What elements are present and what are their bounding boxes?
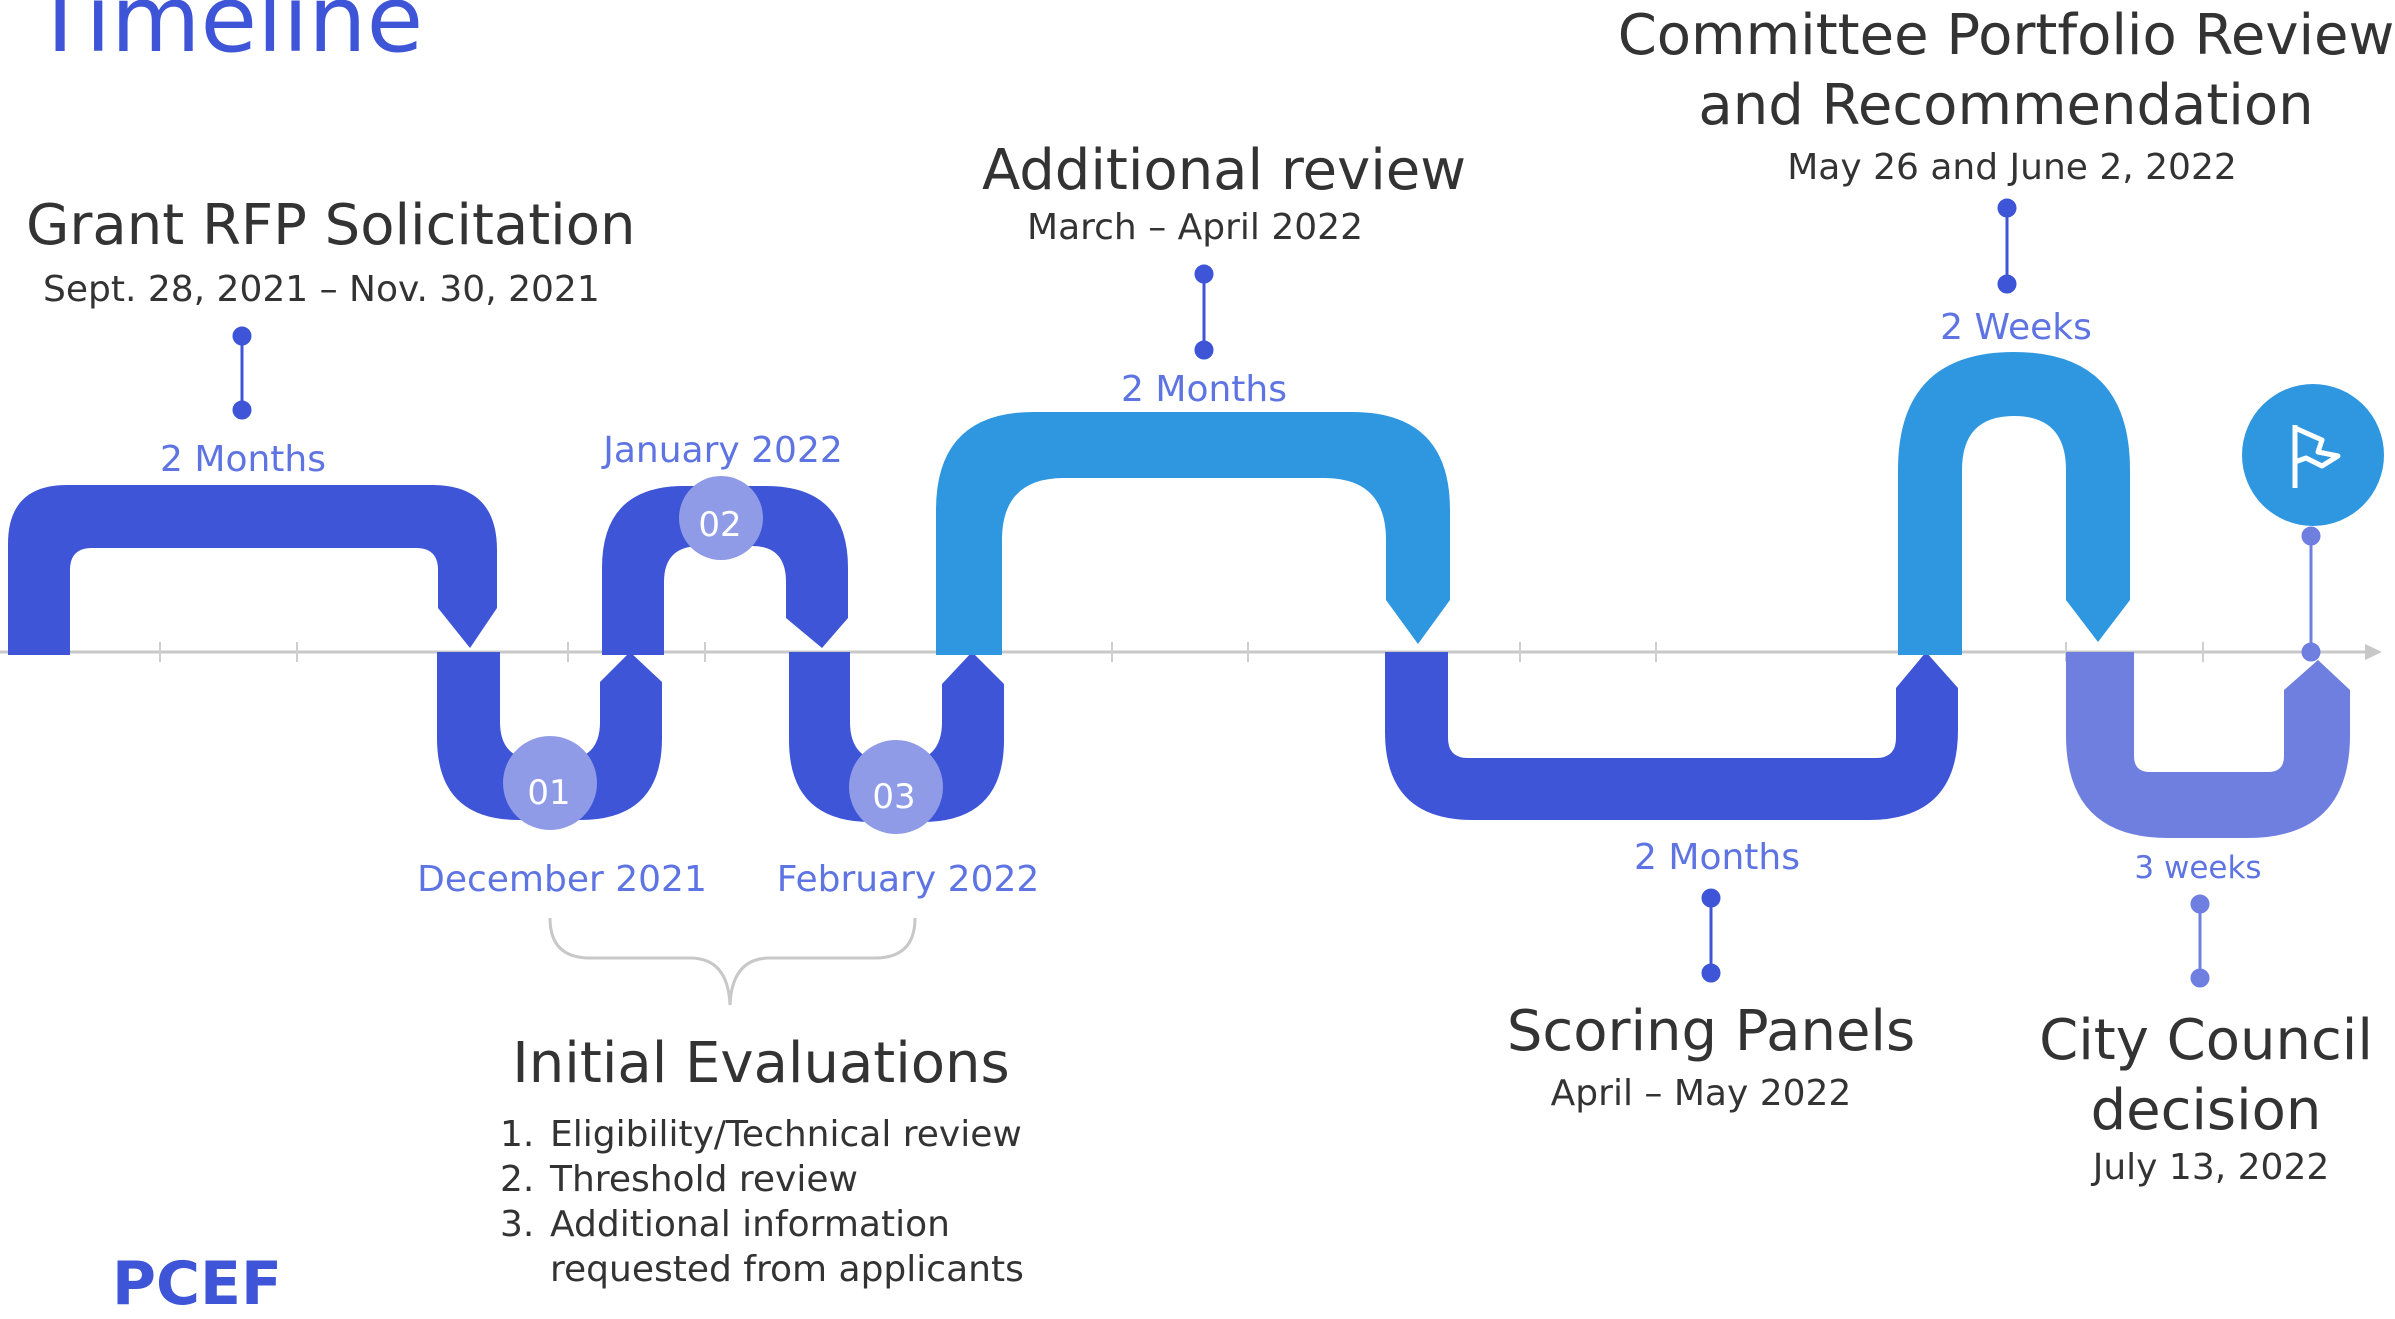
number-02: 02 (698, 505, 742, 545)
heading-committee-line1: Committee Portfolio Review (1617, 3, 2395, 68)
heading-city-council-line2: decision (2090, 1078, 2322, 1143)
segment-december (437, 652, 662, 820)
bubble-03 (849, 740, 943, 834)
segment-january (602, 486, 848, 655)
logo: PCEF (112, 1249, 282, 1319)
heading-initial-evaluations: Initial Evaluations (512, 1031, 1010, 1096)
segment-additional-review (936, 412, 1450, 655)
dates-additional-review: March – April 2022 (1027, 207, 1363, 248)
evaluation-step: 1.Eligibility/Technical review (500, 1114, 1022, 1155)
heading-additional-review: Additional review (981, 138, 1467, 203)
duration-scoring-panels: 2 Months (1634, 837, 1800, 878)
segment-february (789, 652, 1004, 822)
dates-city-council: July 13, 2022 (2092, 1147, 2330, 1188)
number-01: 01 (527, 773, 571, 813)
label-december-2021: December 2021 (417, 859, 707, 900)
evaluations-bracket (548, 917, 917, 1006)
duration-committee: 2 Weeks (1940, 307, 2092, 348)
duration-city-council: 3 weeks (2134, 850, 2262, 886)
segment-committee (1898, 352, 2130, 655)
duration-grant-rfp: 2 Months (160, 439, 326, 480)
duration-additional-review: 2 Months (1121, 369, 1287, 410)
heading-grant-rfp: Grant RFP Solicitation (26, 193, 636, 258)
label-january-2022: January 2022 (603, 430, 843, 471)
page-title: Timeline (32, 0, 424, 73)
evaluation-steps-list: 1.Eligibility/Technical review 2.Thresho… (500, 1112, 1024, 1292)
bubble-01 (503, 736, 597, 830)
segment-grant-rfp (8, 485, 497, 655)
evaluation-step: requested from applicants (550, 1249, 1024, 1290)
dates-committee: May 26 and June 2, 2022 (1787, 147, 2237, 188)
axis-arrowhead (2365, 644, 2382, 660)
evaluation-step: 3.Additional information (500, 1204, 950, 1245)
heading-scoring-panels: Scoring Panels (1506, 999, 1916, 1064)
finish-circle (2242, 384, 2384, 526)
timeline-diagram (0, 198, 2384, 1006)
dates-scoring-panels: April – May 2022 (1550, 1073, 1852, 1114)
evaluation-step: 2.Threshold review (500, 1159, 858, 1200)
flag-icon (2292, 425, 2341, 488)
number-03: 03 (872, 777, 916, 817)
pin-markers-lavender (2190, 526, 2321, 988)
bubble-02 (679, 476, 763, 560)
pin-markers (232, 198, 2017, 983)
dates-grant-rfp: Sept. 28, 2021 – Nov. 30, 2021 (43, 269, 600, 310)
heading-city-council-line1: City Council (2039, 1008, 2373, 1073)
label-february-2022: February 2022 (776, 859, 1040, 900)
segment-city-council (2066, 652, 2350, 838)
heading-committee-line2: and Recommendation (1698, 73, 2314, 138)
segment-scoring-panels (1385, 652, 1958, 820)
